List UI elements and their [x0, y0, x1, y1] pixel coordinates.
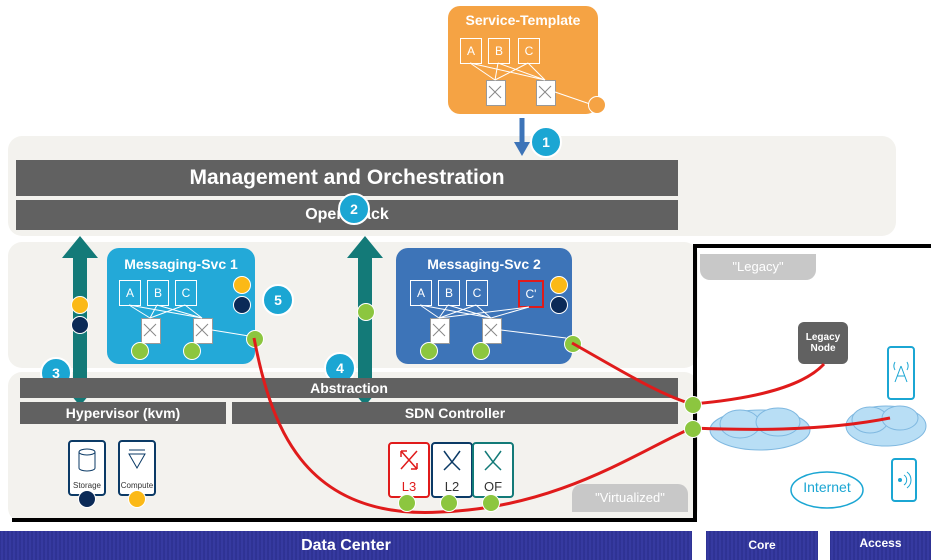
switch-icon: [443, 450, 461, 471]
gateway-port-lower: [684, 420, 702, 438]
template-port-dot: [588, 96, 606, 114]
compute-dot: [128, 490, 146, 508]
svc2-yellow-dot: [550, 276, 568, 294]
antenna-icon: [893, 361, 909, 383]
of-label: OF: [483, 479, 503, 494]
legacy-region-border: [693, 244, 931, 248]
internet-label: Internet: [803, 479, 851, 495]
svc1-yellow-dot: [233, 276, 251, 294]
storage-label: Storage: [72, 481, 102, 490]
gateway-port-upper: [684, 396, 702, 414]
svc2-links: [419, 304, 567, 339]
virtualized-label: "Virtualized": [572, 484, 688, 512]
router-icon: [400, 450, 418, 470]
arrow-green-dot: [357, 303, 375, 321]
legacy-node-label: Legacy Node: [805, 332, 841, 354]
l3-label: L3: [401, 479, 417, 494]
svc2-box-c-prime: C': [518, 280, 544, 308]
l2-port: [440, 494, 458, 512]
svc1-links: [128, 304, 250, 337]
deploy-arrow: [514, 118, 530, 156]
service-template-title: Service-Template: [465, 12, 581, 28]
messaging-svc-2[interactable]: Messaging-Svc 2 A B C C': [396, 248, 572, 364]
arrow-navy-dot: [71, 316, 89, 334]
legacy-region-left-border: [693, 244, 697, 522]
svc1-navy-dot: [233, 296, 251, 314]
internet-cloud: [790, 471, 864, 509]
step-1-badge: 1: [530, 126, 562, 158]
compute-label: Compute: [120, 481, 154, 490]
datacenter-bottom-border: [12, 518, 697, 522]
svc1-title: Messaging-Svc 1: [124, 256, 238, 272]
l3-port: [398, 494, 416, 512]
template-links: [469, 62, 591, 105]
abstraction-bar: Abstraction: [20, 378, 678, 398]
core-footer: Core: [706, 531, 818, 560]
step-5-badge: 5: [262, 284, 294, 316]
storage-device: Storage: [68, 440, 106, 496]
svc2-title: Messaging-Svc 2: [427, 256, 541, 272]
svc2-port-2: [472, 342, 490, 360]
signal-icon: [898, 471, 912, 489]
mano-bar: Management and Orchestration: [16, 160, 678, 196]
svc2-port-1: [420, 342, 438, 360]
svc1-port-2: [183, 342, 201, 360]
step-2-badge: 2: [338, 193, 370, 225]
hypervisor-bar: Hypervisor (kvm): [20, 402, 226, 424]
of-port: [482, 494, 500, 512]
sdn-controller-bar: SDN Controller: [232, 402, 678, 424]
arrow-yellow-dot: [71, 296, 89, 314]
access-footer: Access: [830, 531, 931, 560]
legacy-label: "Legacy": [700, 254, 816, 280]
sdn-control-arrow: [347, 236, 383, 406]
compute-device: Compute: [118, 440, 156, 496]
openflow-switch-icon: [484, 450, 502, 471]
wireless-endpoint-device: [891, 458, 917, 502]
compute-triangle-icon: [128, 449, 146, 470]
svc1-port-1: [131, 342, 149, 360]
legacy-node: Legacy Node: [798, 322, 848, 364]
service-template-box: Service-Template A B C: [448, 6, 598, 114]
messaging-svc-1[interactable]: Messaging-Svc 1 A B C: [107, 248, 255, 364]
wireless-tower-device: [887, 346, 915, 400]
database-icon: [78, 448, 96, 472]
datacenter-footer: Data Center: [0, 531, 692, 560]
svc2-navy-dot: [550, 296, 568, 314]
storage-dot: [78, 490, 96, 508]
l2-label: L2: [444, 479, 460, 494]
